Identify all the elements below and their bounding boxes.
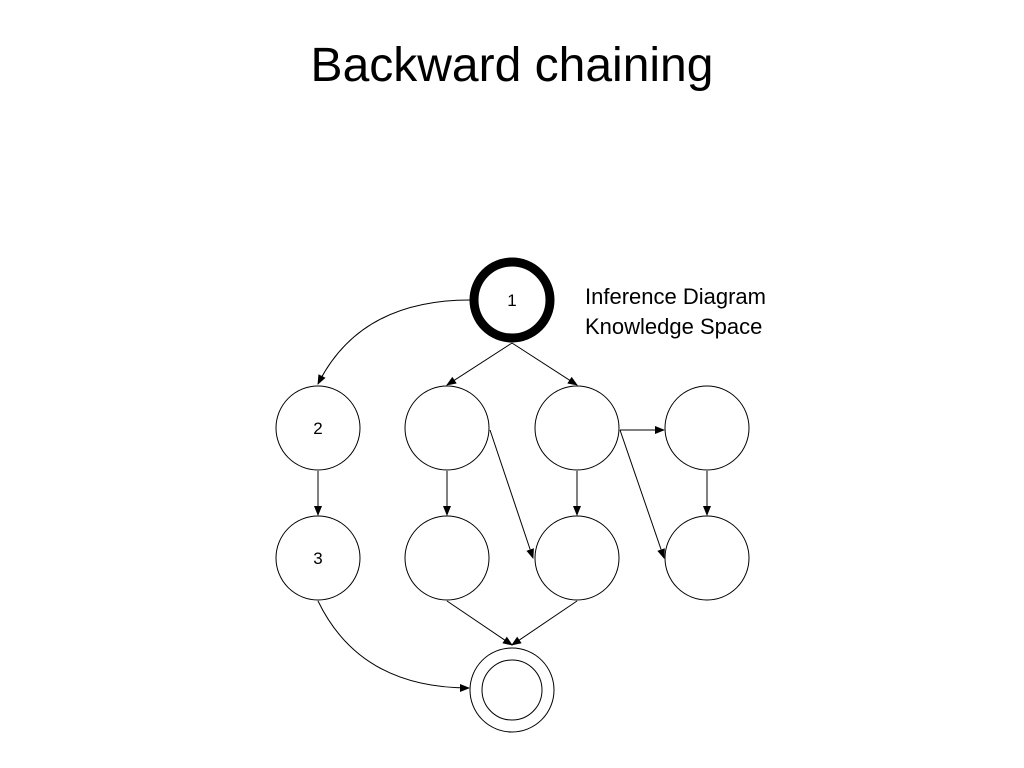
node-n1: 1 <box>469 257 555 343</box>
edge-a1-to-b2 <box>489 429 534 559</box>
node-label: 2 <box>313 419 322 438</box>
node-b1 <box>534 385 620 471</box>
node-label: 1 <box>507 291 516 310</box>
node-circle <box>275 515 361 601</box>
edge-b2-to-end <box>511 600 578 646</box>
node-a1 <box>404 385 490 471</box>
node-circle <box>275 385 361 471</box>
node-end <box>469 647 555 733</box>
legend: Inference Diagram Knowledge Space <box>585 282 766 342</box>
node-circle <box>469 257 555 343</box>
node-circle <box>534 385 620 471</box>
node-n3: 3 <box>275 515 361 601</box>
node-circle <box>534 515 620 601</box>
node-layer: 1 2 3 <box>275 257 750 733</box>
slide-title: Backward chaining <box>310 39 714 92</box>
node-a2 <box>404 515 490 601</box>
edge-layer <box>314 299 711 692</box>
legend-line-2: Knowledge Space <box>585 314 763 339</box>
node-circle <box>469 647 555 733</box>
edge-n3-to-end <box>317 600 470 692</box>
node-inner-ring <box>481 659 543 721</box>
node-c2 <box>664 515 750 601</box>
edge-n1-to-b1 <box>511 342 578 386</box>
edge-n1-to-n2 <box>317 299 471 385</box>
node-b2 <box>534 515 620 601</box>
node-circle <box>404 515 490 601</box>
node-circle <box>664 515 750 601</box>
legend-line-1: Inference Diagram <box>585 284 766 309</box>
edge-a2-to-end <box>446 600 513 646</box>
edge-n1-to-a1 <box>446 342 513 386</box>
node-circle <box>664 385 750 471</box>
node-c1 <box>664 385 750 471</box>
node-label: 3 <box>313 549 322 568</box>
node-n2: 2 <box>275 385 361 471</box>
edge-b1-to-c2 <box>619 429 665 559</box>
node-circle <box>404 385 490 471</box>
